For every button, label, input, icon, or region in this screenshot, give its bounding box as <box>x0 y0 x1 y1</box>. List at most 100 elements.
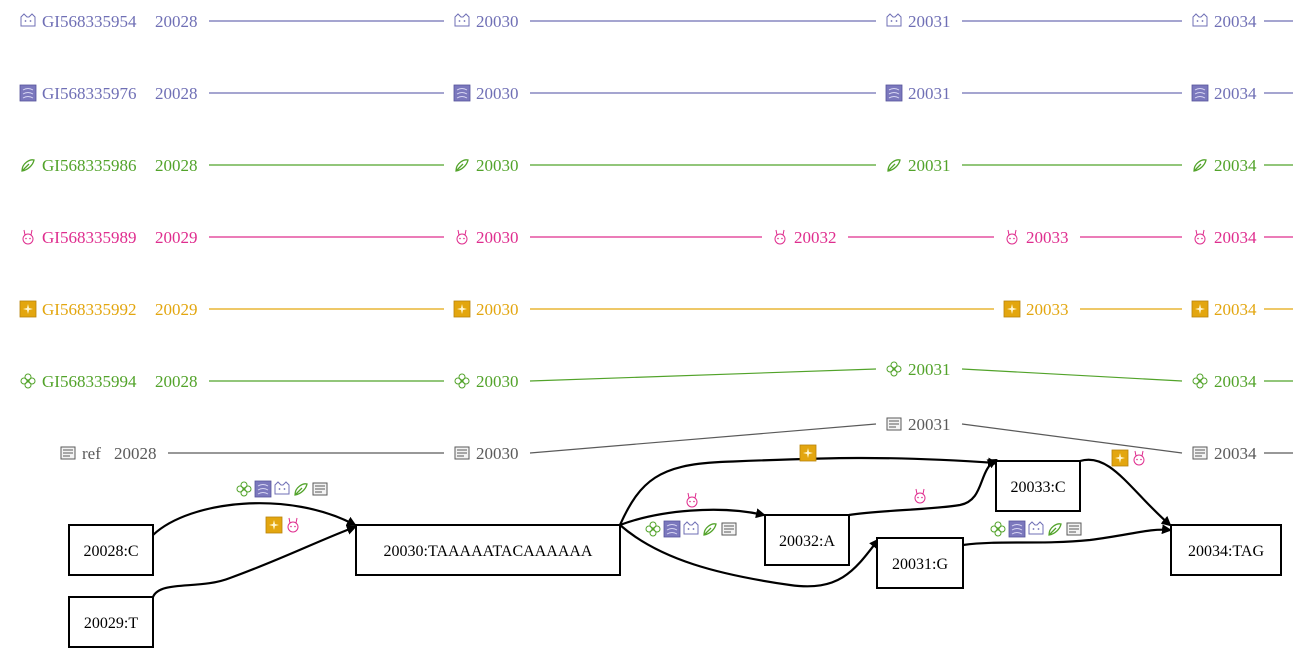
node-n20032[interactable]: 20032:A <box>764 514 850 566</box>
track-point-label: 20028 <box>114 444 157 463</box>
edge-20029-to-20030 <box>151 525 357 598</box>
track-point-label: 20028 <box>155 372 198 391</box>
leaf-icon <box>21 159 35 172</box>
track-point-label: 20034 <box>1214 156 1257 175</box>
track-name: GI568335976 <box>42 84 136 103</box>
track-point-label: 20031 <box>908 156 951 175</box>
rabbit-icon <box>914 488 926 504</box>
leaf-icon <box>1048 523 1062 536</box>
clover-icon <box>1192 373 1208 389</box>
track-point-label: 20031 <box>908 415 951 434</box>
track-point-label: 20034 <box>1214 300 1257 319</box>
edge-icon-group <box>799 444 817 462</box>
edge-icon-group <box>686 492 698 508</box>
rabbit-icon <box>686 492 698 508</box>
node-box <box>68 524 154 576</box>
purple-tile-icon <box>885 84 903 102</box>
edge-20030-to-20031 <box>619 524 880 588</box>
star-tile-icon <box>1191 300 1209 318</box>
cat-face-icon <box>886 13 902 27</box>
track-point-label: 20029 <box>155 300 198 319</box>
star-tile-icon <box>19 300 37 318</box>
star-tile-icon <box>1003 300 1021 318</box>
node-box <box>68 596 154 648</box>
star-tile-icon <box>1111 449 1129 467</box>
edge-20033-to-20034 <box>1079 458 1172 527</box>
node-n20028[interactable]: 20028:C <box>68 524 154 576</box>
track-GI568335989: GI568335989 20029 20030 20032 20033 20034 <box>22 228 1293 247</box>
edge-icon-groups <box>236 444 1145 538</box>
cat-face-icon <box>1192 13 1208 27</box>
cat-face-icon <box>274 481 290 495</box>
cat-face-icon <box>454 13 470 27</box>
edge-20028-to-20030 <box>152 502 357 536</box>
purple-tile-icon <box>1008 520 1026 538</box>
leaf-icon <box>294 483 308 496</box>
purple-tile-icon <box>663 520 681 538</box>
track-name: GI568335992 <box>42 300 136 319</box>
edge-20030-to-20032 <box>619 508 766 527</box>
rabbit-icon <box>1194 229 1206 245</box>
leaf-icon <box>703 523 717 536</box>
cat-face-icon <box>683 521 699 535</box>
node-label: 20028:C <box>83 543 138 560</box>
track-point-label: 20030 <box>476 372 519 391</box>
track-point-label: 20029 <box>155 228 198 247</box>
track-point-label: 20030 <box>476 84 519 103</box>
node-label: 20033:C <box>1010 479 1065 496</box>
node-n20029[interactable]: 20029:T <box>68 596 154 648</box>
track-GI568335992: GI568335992 20029 20030 20033 20034 <box>19 300 1293 319</box>
clover-icon <box>645 521 661 537</box>
track-segment <box>529 368 877 382</box>
leaf-icon <box>455 159 469 172</box>
track-point-label: 20030 <box>476 12 519 31</box>
track-point-label: 20034 <box>1214 12 1257 31</box>
purple-tile-icon <box>19 84 37 102</box>
track-name: GI568335989 <box>42 228 136 247</box>
document-icon <box>454 446 470 460</box>
track-segment <box>529 423 877 454</box>
track-name: GI568335954 <box>42 12 137 31</box>
track-point-label: 20031 <box>908 84 951 103</box>
node-n20030[interactable]: 20030:TAAAAATACAAAAAA <box>355 524 621 576</box>
track-point-label: 20032 <box>794 228 837 247</box>
track-point-label: 20033 <box>1026 300 1069 319</box>
edge-20032-to-20033 <box>848 459 998 517</box>
edge-icon-group <box>265 516 299 534</box>
track-point-label: 20033 <box>1026 228 1069 247</box>
cat-face-icon <box>20 13 36 27</box>
node-label: 20029:T <box>84 615 138 632</box>
clover-icon <box>886 361 902 377</box>
edge-icon-group <box>990 520 1082 538</box>
rabbit-icon <box>1133 450 1145 466</box>
node-box <box>876 537 964 589</box>
track-name: ref <box>82 444 101 463</box>
track-point-label: 20028 <box>155 156 198 175</box>
rabbit-icon <box>456 229 468 245</box>
leaf-icon <box>887 159 901 172</box>
rabbit-icon <box>774 229 786 245</box>
track-point-label: 20031 <box>908 12 951 31</box>
track-point-label: 20034 <box>1214 444 1257 463</box>
edge-icon-group <box>914 488 926 504</box>
track-point-label: 20034 <box>1214 84 1257 103</box>
star-tile-icon <box>265 516 283 534</box>
clover-icon <box>990 521 1006 537</box>
node-n20031[interactable]: 20031:G <box>876 537 964 589</box>
clover-icon <box>454 373 470 389</box>
cat-face-icon <box>1028 521 1044 535</box>
purple-tile-icon <box>254 480 272 498</box>
track-segment <box>961 368 1183 382</box>
track-point-label: 20030 <box>476 300 519 319</box>
track-point-label: 20034 <box>1214 228 1257 247</box>
node-n20033[interactable]: 20033:C <box>995 460 1081 512</box>
track-point-label: 20031 <box>908 360 951 379</box>
node-n20034[interactable]: 20034:TAG <box>1170 524 1282 576</box>
track-point-label: 20030 <box>476 228 519 247</box>
